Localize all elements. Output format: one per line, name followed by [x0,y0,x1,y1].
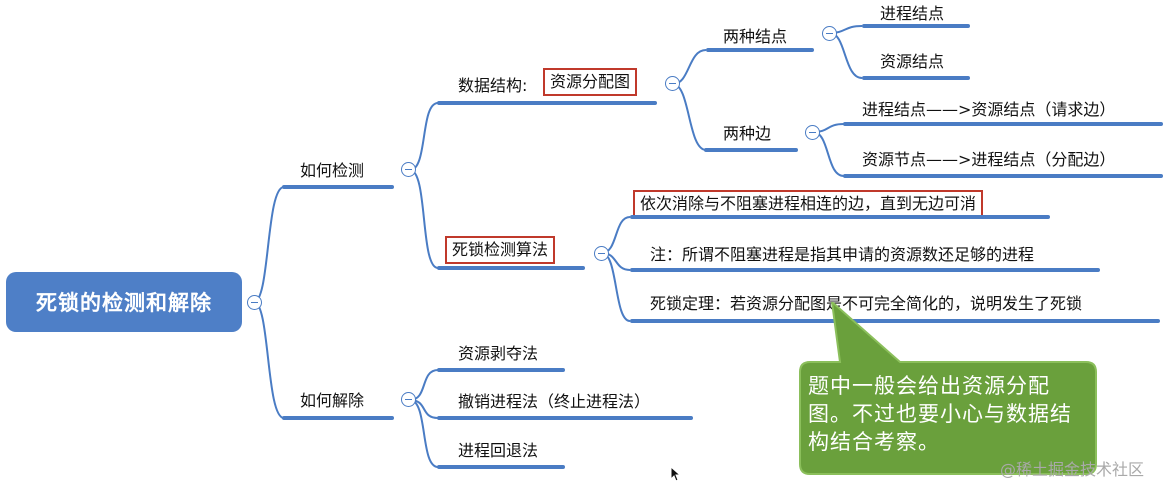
leaf-resource-preemption[interactable]: 资源剥夺法 [458,344,538,364]
leaf-assignment-edge-label: 资源节点——>进程结点（分配边） [862,150,1116,169]
leaf-process-node-label: 进程结点 [880,4,945,23]
leaf-terminate-process-label: 撤销进程法（终止进程法） [458,392,651,411]
leaf-terminate-process[interactable]: 撤销进程法（终止进程法） [458,392,650,412]
leaf-eliminate-edges-underline [630,215,1050,219]
leaf-deadlock-theorem[interactable]: 死锁定理：若资源分配图是不可完全简化的，说明发生了死锁 [650,294,1082,314]
leaf-resource-node-underline [862,76,970,80]
leaf-process-rollback-label: 进程回退法 [458,441,539,460]
leaf-process-node[interactable]: 进程结点 [880,4,944,24]
node-data-structure[interactable]: 数据结构: [458,76,527,96]
root-label: 死锁的检测和解除 [36,291,212,315]
collapse-toggle-root[interactable] [247,295,262,310]
leaf-deadlock-theorem-underline [630,319,1160,323]
leaf-process-rollback[interactable]: 进程回退法 [458,441,538,461]
node-deadlock-detection-algorithm-underline [437,266,585,270]
leaf-eliminate-edges[interactable]: 依次消除与不阻塞进程相连的边，直到无边可消 [633,190,984,218]
highlight-resource-allocation-graph: 资源分配图 [543,68,638,96]
data-structure-prefix: 数据结构: [458,76,528,95]
node-two-kinds-of-nodes[interactable]: 两种结点 [723,27,787,47]
leaf-request-edge-underline [843,122,1163,126]
node-how-to-resolve-label: 如何解除 [300,391,365,410]
node-two-kinds-of-edges-underline [704,148,798,152]
leaf-resource-node-label: 资源结点 [880,52,945,71]
callout-bubble [799,302,1097,475]
leaf-resource-preemption-underline [437,368,565,372]
leaf-process-node-underline [862,24,970,28]
leaf-note-nonblocking-underline [630,268,1100,272]
leaf-terminate-process-underline [437,416,693,420]
watermark: @稀土掘金技术社区 [1000,460,1145,479]
deadlock-detection-algorithm-label: 死锁检测算法 [452,240,549,259]
collapse-toggle-algorithm[interactable] [594,246,609,261]
collapse-toggle-data-structure[interactable] [665,76,680,91]
leaf-note-nonblocking-label: 注：所谓不阻塞进程是指其申请的资源数还足够的进程 [650,245,1035,264]
leaf-eliminate-edges-label: 依次消除与不阻塞进程相连的边，直到无边可消 [640,194,977,213]
node-how-to-detect[interactable]: 如何检测 [300,161,364,181]
node-two-kinds-of-nodes-underline [706,48,814,52]
leaf-assignment-edge-underline [843,174,1163,178]
resource-allocation-graph-label: 资源分配图 [550,72,631,91]
mouse-cursor-icon [670,466,682,482]
collapse-toggle-two-edges[interactable] [805,125,820,140]
root-node[interactable]: 死锁的检测和解除 [6,272,242,332]
leaf-assignment-edge[interactable]: 资源节点——>进程结点（分配边） [862,150,1115,170]
leaf-resource-preemption-label: 资源剥夺法 [458,344,539,363]
node-how-to-resolve-underline [282,416,394,420]
leaf-process-rollback-underline [437,465,565,469]
node-data-structure-underline [437,101,657,105]
node-how-to-resolve[interactable]: 如何解除 [300,391,364,411]
collapse-toggle-detect[interactable] [401,162,416,177]
node-how-to-detect-label: 如何检测 [300,161,365,180]
node-two-kinds-of-edges[interactable]: 两种边 [723,124,771,144]
node-how-to-detect-underline [282,185,394,189]
callout-text: 题中一般会给出资源分配图。不过也要小心与数据结构结合考察。 [808,374,1072,454]
leaf-request-edge-label: 进程结点——>资源结点（请求边） [862,100,1116,119]
node-deadlock-detection-algorithm[interactable]: 死锁检测算法 [445,236,556,264]
two-kinds-of-edges-label: 两种边 [723,124,772,143]
leaf-deadlock-theorem-label: 死锁定理：若资源分配图是不可完全简化的，说明发生了死锁 [650,294,1083,313]
collapse-toggle-two-nodes[interactable] [822,26,837,41]
leaf-resource-node[interactable]: 资源结点 [880,52,944,72]
collapse-toggle-resolve[interactable] [401,392,416,407]
leaf-note-nonblocking[interactable]: 注：所谓不阻塞进程是指其申请的资源数还足够的进程 [650,245,1034,265]
two-kinds-of-nodes-label: 两种结点 [723,27,788,46]
leaf-request-edge[interactable]: 进程结点——>资源结点（请求边） [862,100,1115,120]
